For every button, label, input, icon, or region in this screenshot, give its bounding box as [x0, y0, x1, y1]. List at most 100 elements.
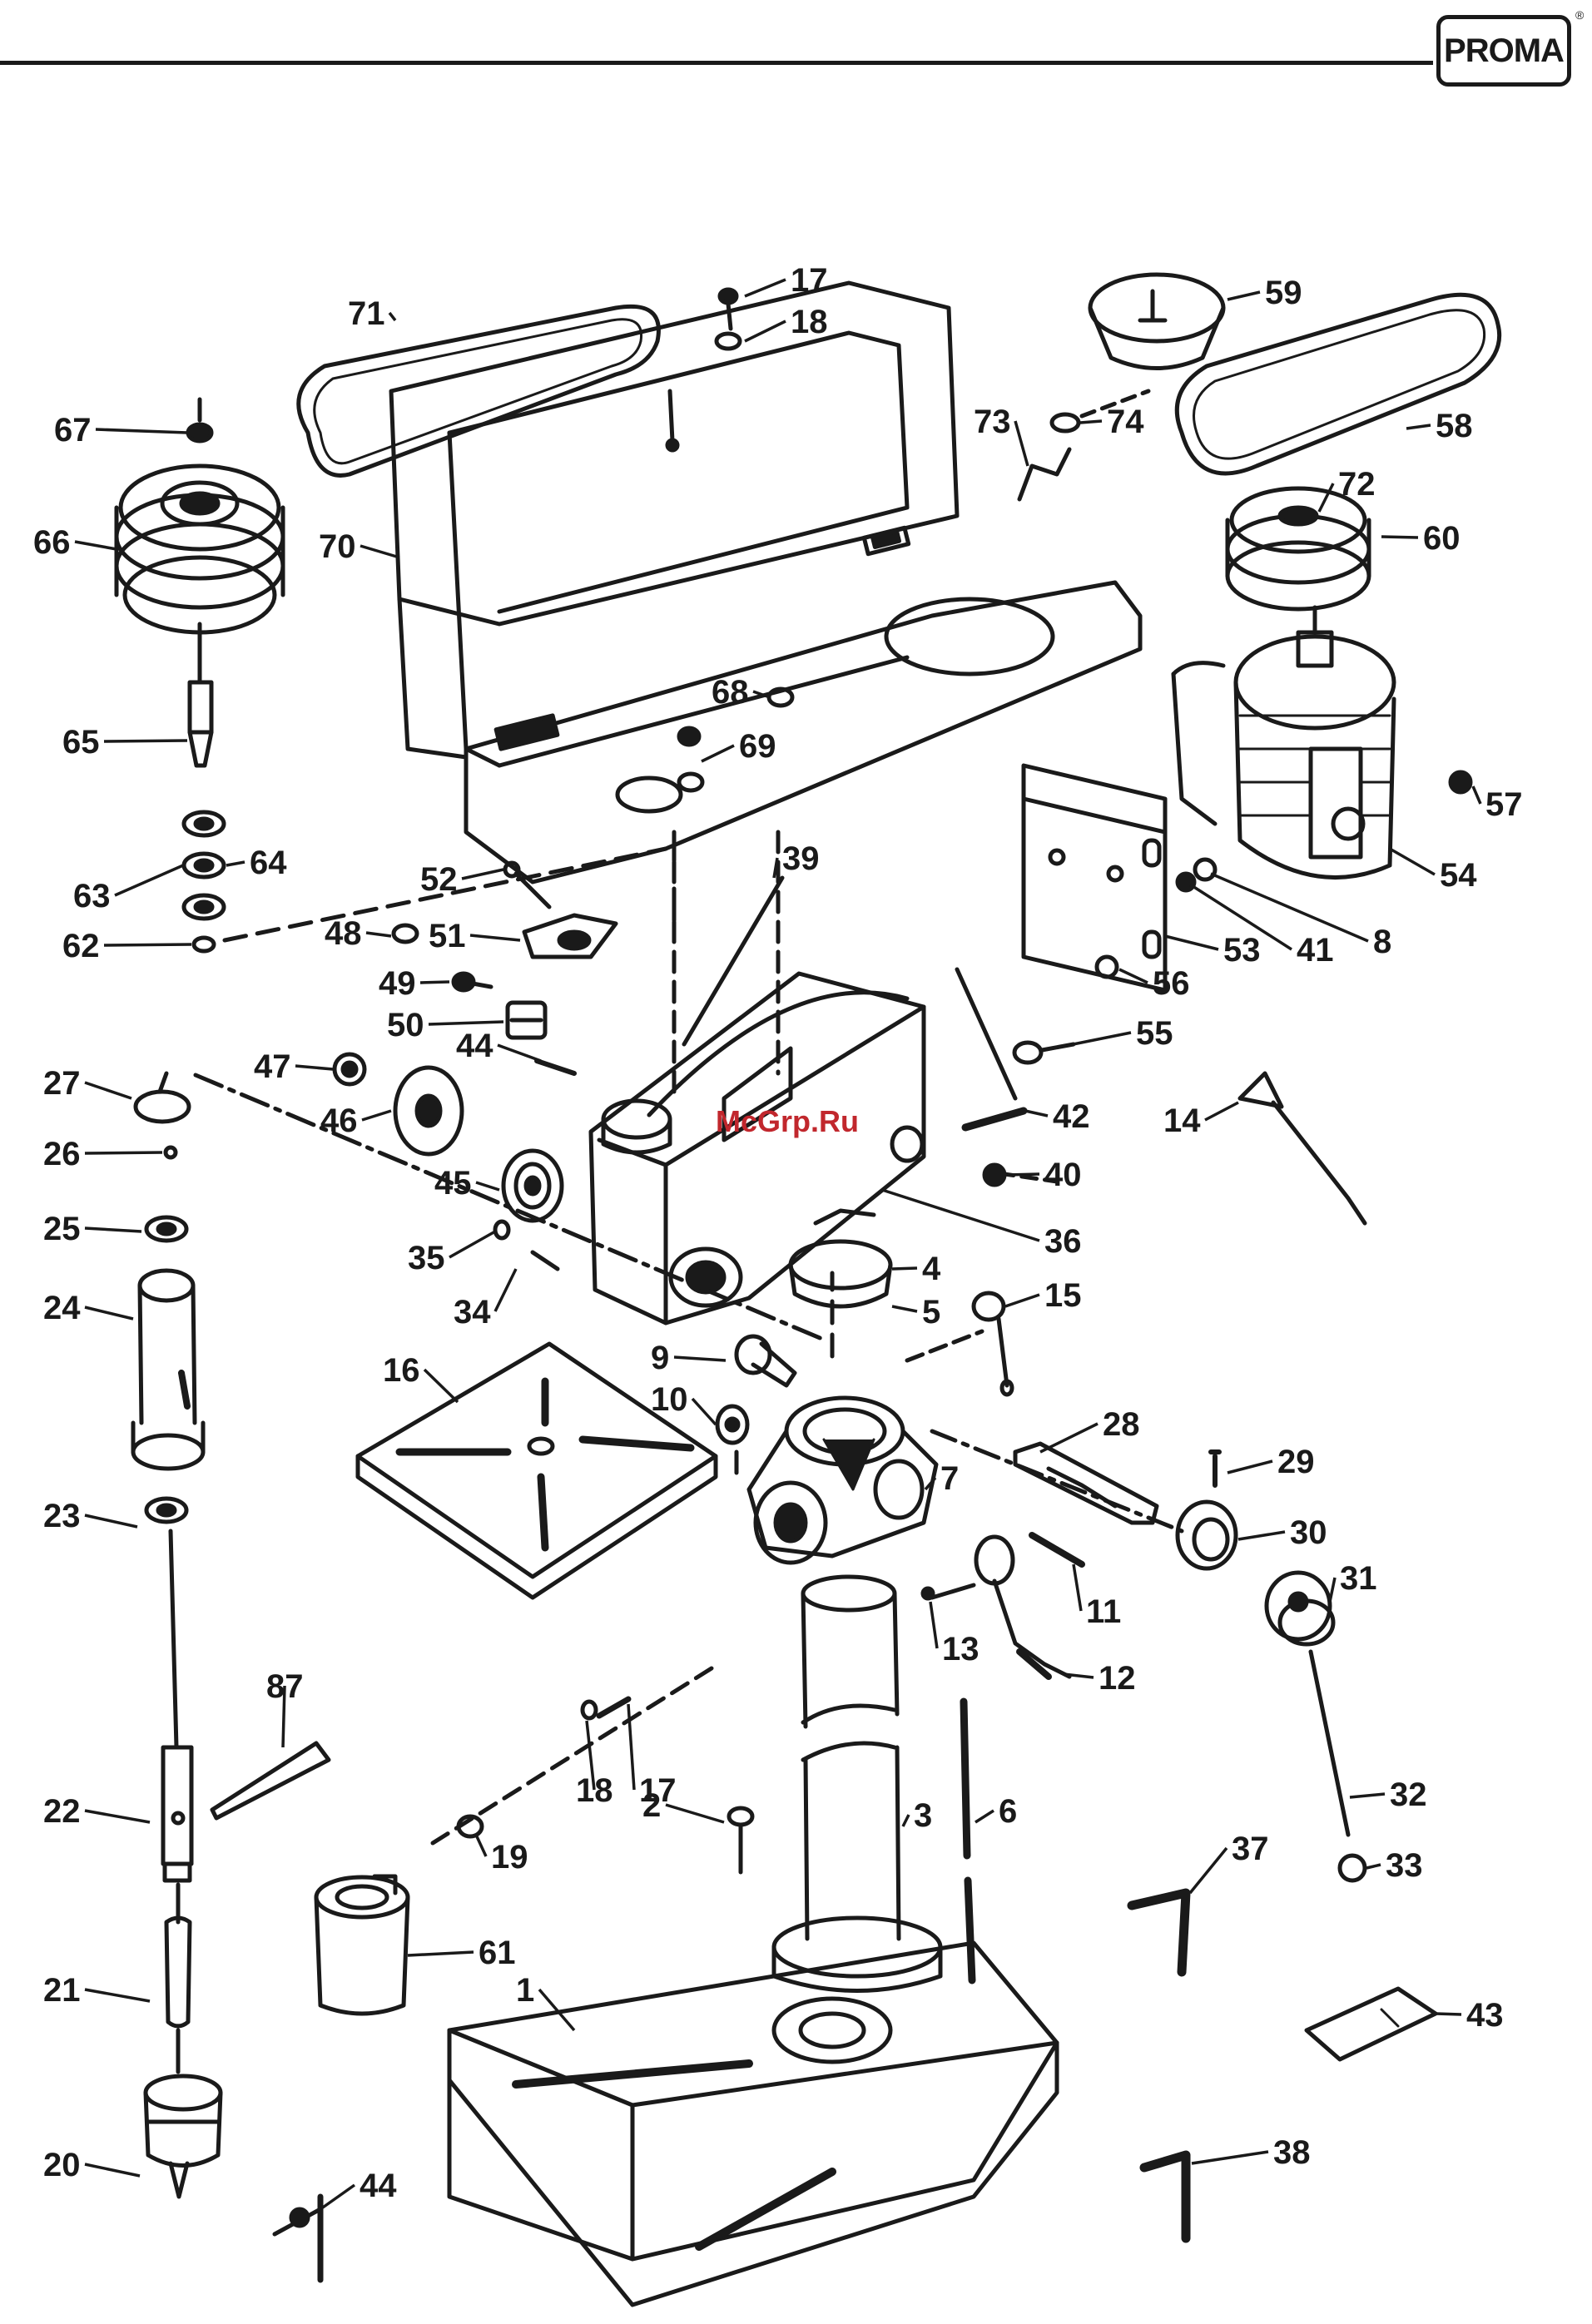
part-label-47: 47: [254, 1048, 291, 1085]
bracket-50: [508, 1003, 545, 1038]
bolt-2: [729, 1808, 752, 1872]
leader-line-62: [104, 944, 191, 945]
part-label-8: 8: [1373, 924, 1391, 960]
part-label-59: 59: [1265, 275, 1302, 311]
part-label-26: 26: [43, 1136, 81, 1172]
nut-56: [1097, 957, 1117, 977]
part-label-58: 58: [1436, 408, 1473, 444]
leader-line-22: [85, 1811, 150, 1822]
label-plate-43: [1307, 1989, 1436, 2059]
leader-line-9: [674, 1357, 726, 1360]
part-label-29: 29: [1277, 1444, 1315, 1480]
v-belt-58: [1177, 295, 1499, 473]
part-label-4: 4: [922, 1251, 941, 1287]
part-label-35: 35: [408, 1240, 445, 1276]
part-label-30: 30: [1290, 1514, 1327, 1551]
leader-line-60: [1381, 537, 1418, 538]
part-label-50: 50: [387, 1007, 424, 1043]
leader-line-14: [1205, 1103, 1238, 1120]
part-label-9: 9: [651, 1340, 669, 1376]
part-label-72: 72: [1338, 466, 1376, 503]
part-label-55: 55: [1136, 1015, 1173, 1052]
leader-line-25: [85, 1228, 141, 1231]
hub-46: [395, 1068, 462, 1154]
part-label-22: 22: [43, 1793, 81, 1830]
leader-line-34: [495, 1269, 516, 1311]
leader-line-49: [420, 982, 449, 983]
leader-line-59: [1227, 292, 1260, 300]
part-label-60: 60: [1423, 520, 1461, 557]
part-label-38: 38: [1273, 2134, 1311, 2171]
chuck-20: [146, 2076, 221, 2197]
leader-line-33: [1366, 1865, 1381, 1868]
leader-line-26: [85, 1152, 162, 1153]
leader-line-4: [892, 1268, 917, 1269]
nut-47: [335, 1054, 365, 1084]
leader-line-37: [1190, 1848, 1227, 1893]
screw-49: [454, 974, 491, 990]
part-label-36: 36: [1044, 1223, 1082, 1260]
leader-line-72: [1319, 483, 1333, 512]
bolt-17-18-top: [717, 290, 740, 349]
leader-line-58: [1406, 425, 1431, 429]
part-label-49: 49: [379, 965, 416, 1002]
leader-line-71: [389, 313, 395, 320]
part-label-33: 33: [1386, 1847, 1423, 1884]
bolt-41-8: [1178, 860, 1215, 890]
spindle-pulley-66: [117, 466, 283, 632]
leader-line-18: [745, 321, 786, 341]
leader-line-48: [366, 933, 391, 936]
column-3: [774, 1577, 940, 1991]
leader-line-70: [360, 546, 399, 557]
part-label-41: 41: [1297, 932, 1334, 969]
chuck-key-44: [275, 2197, 320, 2280]
leader-line-17: [745, 280, 786, 296]
rack-6: [964, 1702, 972, 1980]
part-label-39: 39: [782, 840, 820, 877]
arbor-21: [166, 1885, 190, 2072]
hub-31: [1267, 1573, 1333, 1644]
leader-line-13: [930, 1602, 937, 1648]
sleeve-61: [316, 1876, 408, 2014]
leader-line-52: [462, 870, 503, 879]
leader-line-57: [1473, 786, 1480, 804]
leader-line-55: [1044, 1033, 1131, 1050]
part-label-25: 25: [43, 1211, 81, 1247]
leader-line-10: [692, 1399, 716, 1425]
bushing-30: [1178, 1502, 1236, 1568]
part-label-31: 31: [1340, 1560, 1377, 1597]
leader-line-64: [226, 862, 245, 865]
lock-handle-15: [974, 1293, 1012, 1395]
leader-line-44: [498, 1045, 541, 1061]
part-label-21: 21: [43, 1972, 81, 2009]
leader-line-20: [85, 2164, 140, 2176]
part-label-70: 70: [319, 528, 356, 565]
part-label-23: 23: [43, 1498, 81, 1534]
part-label-61: 61: [479, 1935, 516, 1971]
part-label-6: 6: [999, 1793, 1017, 1830]
drift-87: [212, 1743, 329, 1818]
leader-line-19: [476, 1835, 486, 1856]
motor-bracket-53: [1024, 766, 1165, 990]
leader-line-35: [449, 1231, 495, 1257]
part-label-14: 14: [1163, 1103, 1201, 1139]
part-label-48: 48: [325, 915, 362, 952]
part-label-57: 57: [1485, 786, 1523, 823]
leader-line-3: [903, 1815, 909, 1826]
leader-line-51: [470, 935, 520, 940]
part-label-68: 68: [712, 674, 749, 711]
part-label-63: 63: [73, 878, 111, 914]
leader-line-11: [1074, 1564, 1081, 1611]
quill-24: [133, 1271, 203, 1469]
bolt-17-18-19: [459, 1699, 628, 1836]
leader-line-6: [975, 1811, 994, 1822]
part-label-20: 20: [43, 2147, 81, 2183]
bearings-63-64: [184, 812, 224, 951]
part-label-27: 27: [43, 1065, 81, 1102]
part-label-65: 65: [62, 724, 100, 761]
part-label-64: 64: [250, 845, 287, 881]
part-label-66: 66: [33, 524, 71, 561]
part-label-13: 13: [942, 1631, 980, 1667]
part-label-53: 53: [1223, 932, 1261, 969]
part-label-69: 69: [739, 728, 776, 765]
